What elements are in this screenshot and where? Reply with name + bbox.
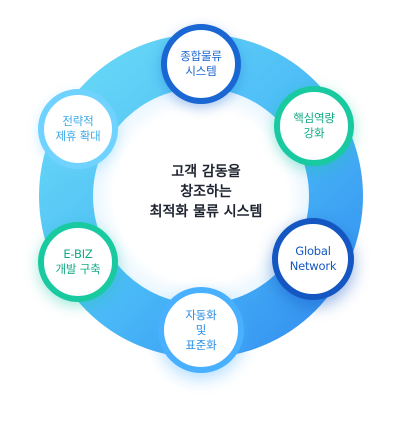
node-strategic-alliance: 전략적 제휴 확대 [38, 89, 118, 169]
node-core-capability: 핵심역량 강화 [274, 86, 354, 166]
node-automation-standardization: 자동화 및 표준화 [158, 287, 244, 373]
node-label: Global [295, 244, 331, 258]
node-label: 개발 구축 [55, 262, 101, 276]
ring-inner [93, 88, 309, 304]
node-label: 시스템 [185, 64, 217, 78]
node-global-network: Global Network [272, 218, 354, 300]
node-label: 전략적 [62, 114, 94, 128]
node-label: E-BIZ [63, 247, 93, 261]
node-label: 표준화 [185, 337, 217, 352]
center-line-1: 고객 감동을 [171, 164, 241, 180]
node-label: 자동화 [185, 307, 217, 322]
center-line-2: 창조하는 [180, 184, 232, 200]
node-e-biz: E-BIZ 개발 구축 [38, 222, 118, 302]
center-title: 고객 감동을 창조하는 최적화 물류 시스템 [96, 132, 316, 252]
node-label: 제휴 확대 [55, 129, 101, 143]
node-label: Network [289, 259, 337, 273]
node-label: 핵심역량 [293, 111, 335, 125]
node-integrated-logistics: 종합물류 시스템 [161, 24, 241, 104]
node-label: 및 [195, 322, 207, 337]
node-label: 종합물류 [180, 49, 222, 63]
center-line-3: 최적화 물류 시스템 [149, 204, 263, 220]
node-label: 강화 [303, 126, 325, 140]
